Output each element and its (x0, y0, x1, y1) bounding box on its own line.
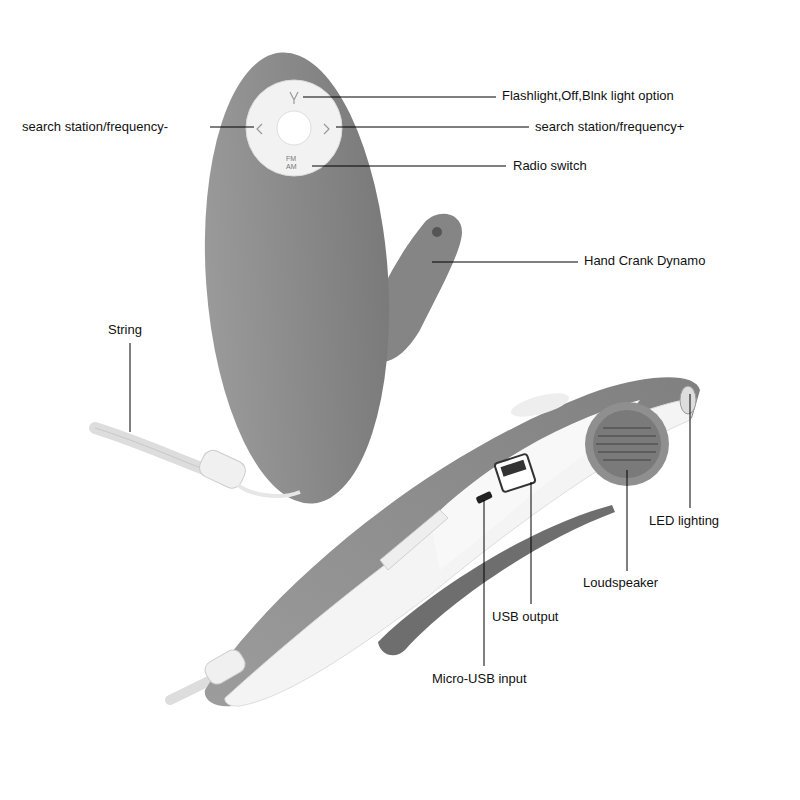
radio-body (190, 46, 403, 510)
callout-label: Micro-USB input (432, 671, 527, 687)
callout-label: LED lighting (649, 513, 719, 529)
button-marking: AM (286, 163, 297, 171)
center-button (277, 111, 311, 145)
callout-label: USB output (492, 609, 559, 625)
leader-line (303, 97, 496, 98)
callout-label: Radio switch (513, 158, 587, 174)
usb-port-inner (500, 460, 526, 477)
leader-line (432, 262, 578, 263)
leader-line (627, 470, 628, 571)
leader-line (336, 127, 529, 128)
speaker-slots (596, 428, 658, 460)
leader-line (690, 394, 691, 508)
callout-label: String (108, 322, 142, 338)
slot-detail (380, 510, 448, 570)
led-lens (680, 386, 696, 414)
string-loop (238, 485, 300, 496)
leader-line (210, 127, 254, 128)
string-clip (202, 647, 249, 688)
loudspeaker-inner (593, 410, 661, 478)
leader-line (312, 166, 506, 167)
crank-screw (432, 227, 442, 237)
callout-label: search station/frequency- (22, 119, 168, 135)
leader-line (484, 500, 485, 666)
radio-body-side (205, 377, 700, 706)
callout-label: Hand Crank Dynamo (584, 253, 705, 269)
callout-label: Loudspeaker (583, 575, 658, 591)
leader-line (531, 482, 532, 604)
leader-line (130, 343, 131, 432)
left-arrow (257, 124, 262, 134)
right-arrow (324, 124, 329, 134)
control-pad (246, 80, 342, 176)
top-button (509, 389, 572, 422)
button-marking: FM (286, 155, 296, 163)
callout-label: search station/frequency+ (535, 119, 684, 135)
light-icon (290, 92, 298, 104)
white-underside (225, 398, 696, 706)
usb-port (494, 453, 536, 492)
callout-label: Flashlight,Off,Blnk light option (502, 88, 674, 104)
